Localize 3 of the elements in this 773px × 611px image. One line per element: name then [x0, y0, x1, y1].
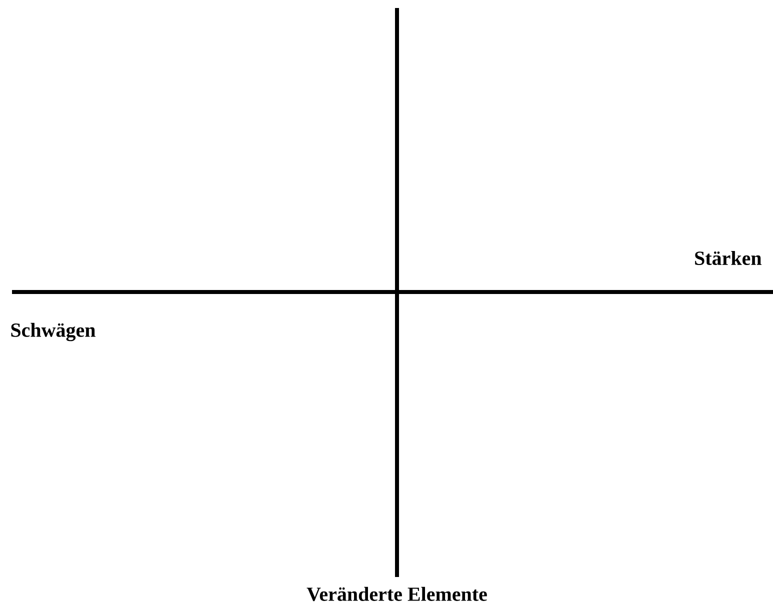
axis-label: Schwägen — [11, 322, 96, 342]
axis-label: Stärken — [695, 250, 762, 266]
axis-label: Veränderte Elemente — [306, 586, 487, 602]
